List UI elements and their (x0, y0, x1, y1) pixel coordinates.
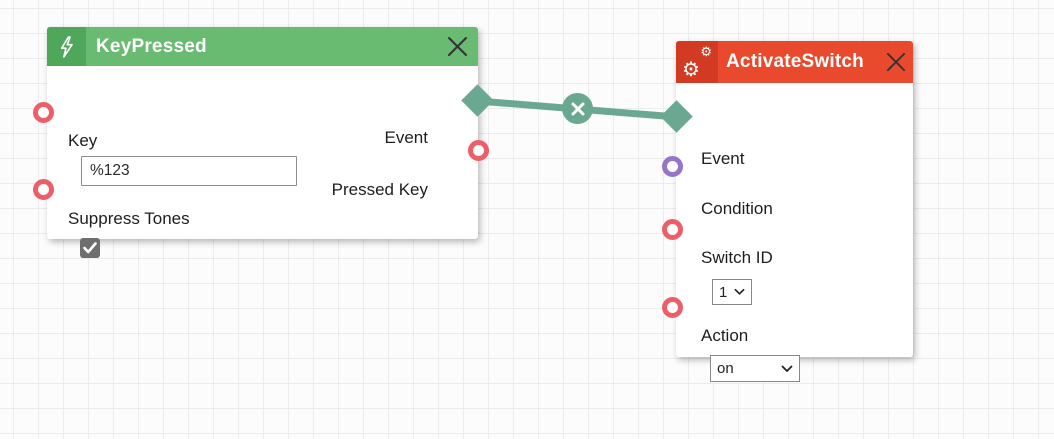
pressed-key-output-port[interactable] (468, 140, 489, 161)
chevron-down-icon (734, 288, 745, 296)
node-activateswitch[interactable]: ⚙ ⚙ ActivateSwitch Event Condition Switc… (660, 41, 913, 382)
condition-input-port[interactable] (662, 156, 683, 177)
check-icon (83, 242, 97, 254)
action-select[interactable]: on (710, 355, 800, 382)
lightning-icon (47, 27, 86, 66)
event-input-port[interactable] (660, 100, 693, 133)
chevron-down-icon (781, 365, 793, 373)
close-icon (886, 52, 906, 72)
delete-connection-button[interactable] (562, 93, 593, 124)
event-input-label: Event (701, 149, 745, 168)
switch-id-select[interactable]: 1 (712, 279, 752, 305)
node-activateswitch-close-button[interactable] (881, 47, 911, 77)
action-input-port[interactable] (662, 297, 683, 318)
node-activateswitch-header[interactable]: ⚙ ⚙ ActivateSwitch (676, 41, 913, 83)
suppress-tones-checkbox[interactable] (80, 238, 100, 258)
key-label: Key (68, 131, 98, 150)
switch-id-input-port[interactable] (662, 219, 683, 240)
close-icon (447, 37, 467, 56)
node-keypressed-close-button[interactable] (442, 32, 472, 62)
suppress-tones-label: Suppress Tones (68, 209, 190, 228)
condition-input-label: Condition (701, 199, 773, 218)
switch-id-select-value: 1 (719, 283, 728, 301)
key-input-port[interactable] (33, 102, 54, 123)
close-icon (571, 102, 584, 115)
node-activateswitch-title: ActivateSwitch (726, 51, 864, 72)
node-keypressed-title: KeyPressed (96, 35, 207, 57)
pressed-key-output-label: Pressed Key (331, 180, 428, 199)
action-select-value: on (717, 360, 734, 377)
event-output-label: Event (384, 128, 428, 147)
key-input[interactable] (81, 156, 297, 186)
suppress-tones-input-port[interactable] (33, 179, 54, 200)
node-keypressed-header[interactable]: KeyPressed (47, 27, 478, 66)
node-keypressed[interactable]: KeyPressed Key Suppress Tones Event Pres… (33, 27, 494, 258)
event-output-port[interactable] (461, 84, 494, 117)
gears-icon: ⚙ ⚙ (676, 41, 718, 83)
switch-id-label: Switch ID (701, 248, 773, 267)
action-label: Action (701, 326, 749, 345)
